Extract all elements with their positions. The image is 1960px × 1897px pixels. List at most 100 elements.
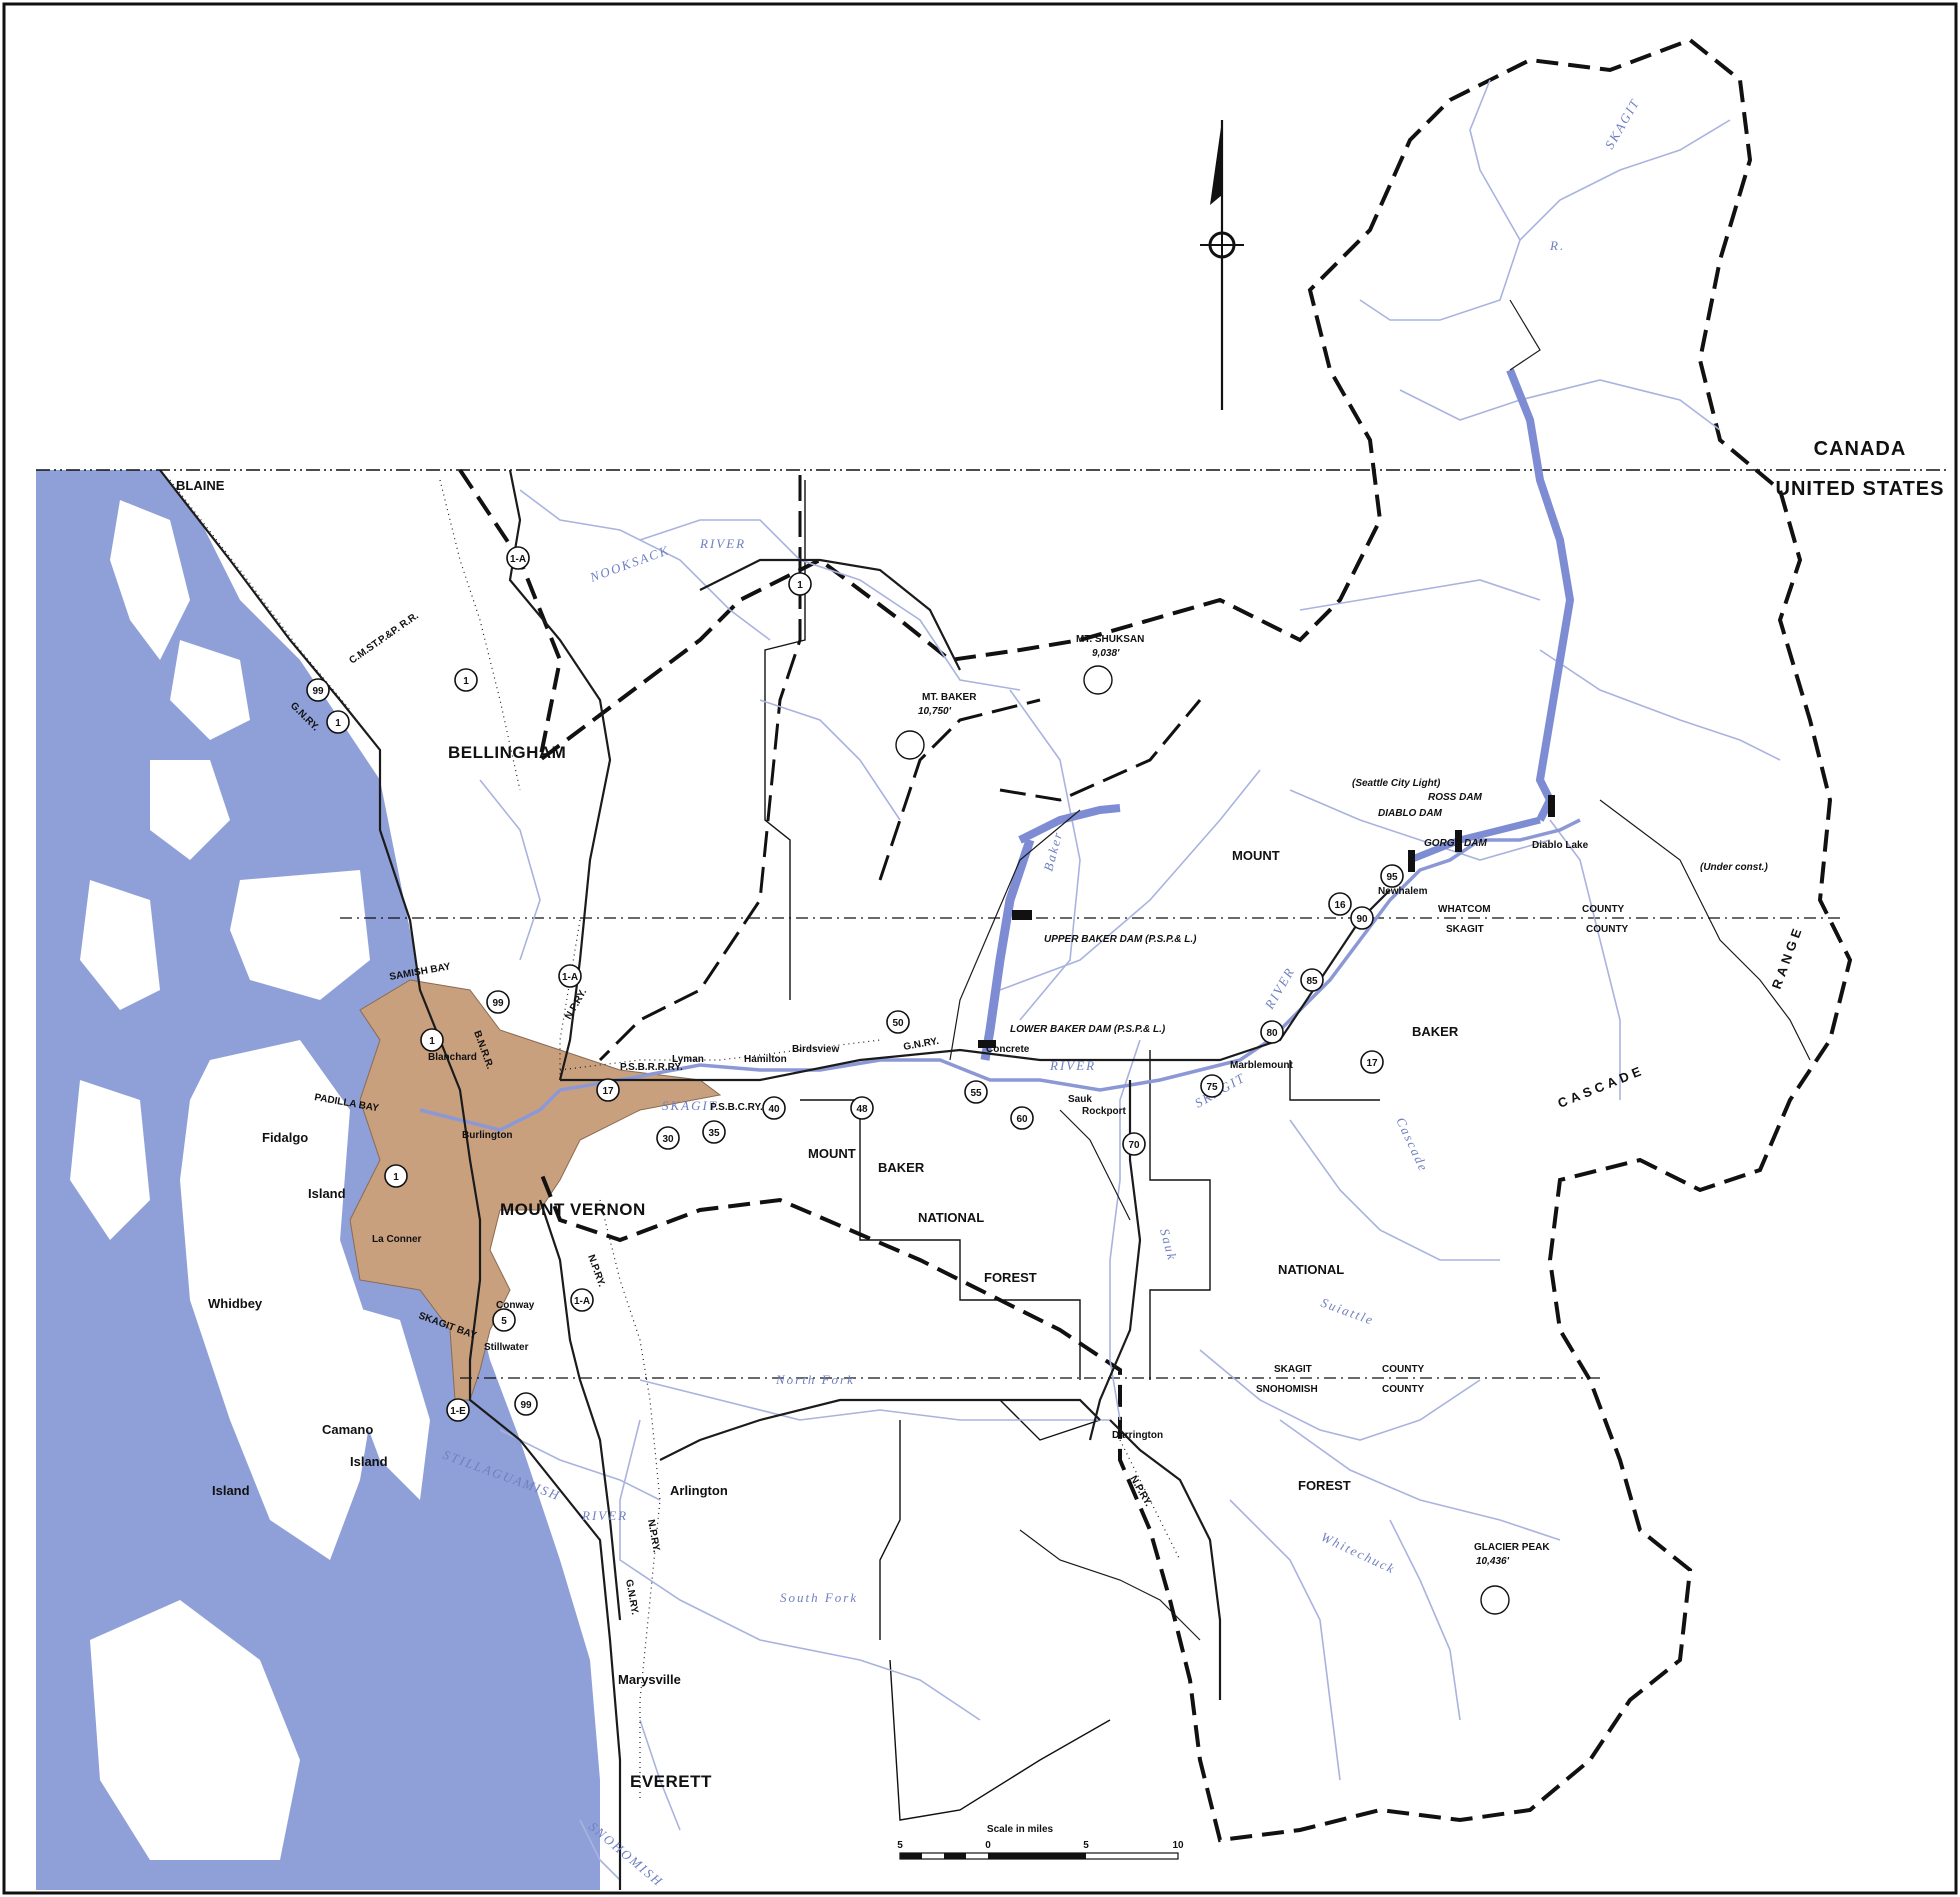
label-rockport: Rockport [1082, 1106, 1127, 1117]
svg-text:85: 85 [1306, 976, 1318, 987]
dam-markers [978, 795, 1555, 1048]
scale-tick-4: 10 [1172, 1840, 1184, 1851]
label-glacier-peak-elevation: 10,436' [1476, 1556, 1510, 1567]
label-skagit-main: SKAGIT [662, 1098, 718, 1113]
svg-text:40: 40 [768, 1104, 780, 1115]
label-sauk: Sauk [1068, 1094, 1092, 1105]
label-county-a: COUNTY [1582, 904, 1625, 915]
svg-text:30: 30 [662, 1134, 674, 1145]
shield-1E: 1-E [446, 1398, 470, 1422]
peak-symbols [895, 665, 1510, 1615]
shield-1A-north: 1-A [506, 546, 530, 570]
basin-boundary [458, 37, 1853, 1843]
shield-40: 40 [762, 1096, 786, 1120]
shield-1-d: 1 [420, 1028, 444, 1052]
svg-text:95: 95 [1386, 872, 1398, 883]
svg-text:16: 16 [1334, 900, 1346, 911]
national-forest-boundary [598, 475, 1202, 1062]
label-everett: EVERETT [630, 1772, 712, 1791]
shield-99-b: 99 [486, 990, 510, 1014]
shield-99-a: 99 [306, 678, 330, 702]
shield-1A-mid: 1-A [558, 964, 582, 988]
label-united-states: UNITED STATES [1776, 478, 1945, 500]
label-north-fork: North Fork [775, 1372, 855, 1387]
label-whatcom: WHATCOM [1438, 904, 1491, 915]
north-arrow [1200, 120, 1244, 410]
shield-85: 85 [1300, 968, 1324, 992]
scale-title: Scale in miles [987, 1824, 1054, 1835]
shield-99-c: 99 [514, 1392, 538, 1416]
svg-text:17: 17 [1366, 1058, 1378, 1069]
label-rr-psbrr: P.S.B.R.R.RY. [620, 1062, 683, 1073]
islands [70, 500, 430, 1860]
shield-95: 95 [1380, 864, 1404, 888]
svg-text:60: 60 [1016, 1114, 1028, 1125]
label-forest-forest-2: FOREST [984, 1270, 1037, 1285]
svg-text:99: 99 [492, 998, 504, 1009]
label-hamilton: Hamilton [744, 1054, 787, 1065]
label-seattle-city-light: (Seattle City Light) [1352, 778, 1441, 789]
svg-text:1-A: 1-A [574, 1296, 590, 1307]
label-snohomish: SNOHOMISH [1256, 1384, 1318, 1395]
highway-shields: 99 1 1 1-A 1-A 1 99 1 17 30 35 40 48 50 … [306, 546, 1404, 1422]
label-under-construction: (Under const.) [1700, 862, 1768, 873]
shield-30: 30 [656, 1126, 680, 1150]
shield-35: 35 [702, 1120, 726, 1144]
shield-1-a: 1 [326, 710, 350, 734]
diablo-lake [1408, 816, 1541, 864]
label-marysville: Marysville [618, 1672, 681, 1687]
label-forest-baker-2: BAKER [878, 1160, 925, 1175]
label-rr-psbc: P.S.B.C.RY. [710, 1102, 763, 1113]
label-burlington: Burlington [462, 1130, 513, 1141]
label-camano: Camano [322, 1422, 373, 1437]
svg-text:1: 1 [429, 1036, 435, 1047]
label-diablo-dam: DIABLO DAM [1378, 808, 1443, 819]
lake-shannon [1018, 804, 1121, 844]
label-camano-island: Island [350, 1454, 388, 1469]
hatched-boundary [764, 480, 1380, 1821]
svg-text:1: 1 [797, 580, 803, 591]
scale-tick-1: 5 [897, 1840, 903, 1851]
svg-text:99: 99 [520, 1400, 532, 1411]
svg-text:70: 70 [1128, 1140, 1140, 1151]
label-county-d: COUNTY [1382, 1384, 1425, 1395]
label-skagit-2: SKAGIT [1274, 1364, 1312, 1375]
shield-50: 50 [886, 1010, 910, 1034]
shield-75: 75 [1200, 1074, 1224, 1098]
label-la-conner: La Conner [372, 1234, 422, 1245]
label-blaine: BLAINE [176, 478, 225, 493]
svg-text:35: 35 [708, 1128, 720, 1139]
label-forest-baker-1: BAKER [1412, 1024, 1459, 1039]
scale-bar: Scale in miles 5 0 5 10 [897, 1824, 1184, 1860]
scale-tick-3: 5 [1083, 1840, 1089, 1851]
label-glacier-peak: GLACIER PEAK [1474, 1542, 1550, 1553]
label-mt-shuksan: MT. SHUKSAN [1076, 634, 1144, 645]
label-forest-national-2: NATIONAL [918, 1210, 984, 1225]
svg-text:48: 48 [856, 1104, 868, 1115]
label-lyman: Lyman [672, 1054, 704, 1065]
label-birdsview: Birdsview [792, 1044, 839, 1055]
label-newhalem: Newhalem [1378, 886, 1428, 897]
label-canada: CANADA [1814, 438, 1907, 460]
label-forest-mount-2: MOUNT [808, 1146, 856, 1161]
railroads [169, 479, 1181, 1800]
label-county-c: COUNTY [1382, 1364, 1425, 1375]
shield-1-b: 1 [454, 668, 478, 692]
label-stillaguamish-river: RIVER [581, 1508, 628, 1523]
svg-text:1: 1 [335, 718, 341, 729]
shield-60: 60 [1010, 1106, 1034, 1130]
label-gorge-dam: GORGE DAM [1424, 838, 1487, 849]
label-blanchard: Blanchard [428, 1052, 477, 1063]
label-mt-baker-elevation: 10,750' [918, 706, 952, 717]
label-skagit-river: RIVER [1049, 1058, 1096, 1073]
label-skagit-1: SKAGIT [1446, 924, 1484, 935]
shield-5: 5 [492, 1308, 516, 1332]
shield-55: 55 [964, 1080, 988, 1104]
label-forest-national-1: NATIONAL [1278, 1262, 1344, 1277]
label-stillwater: Stillwater [484, 1342, 529, 1353]
label-whidbey-island: Island [212, 1483, 250, 1498]
svg-text:1: 1 [463, 676, 469, 687]
svg-text:99: 99 [312, 686, 324, 697]
label-mt-shuksan-elevation: 9,038' [1092, 648, 1120, 659]
